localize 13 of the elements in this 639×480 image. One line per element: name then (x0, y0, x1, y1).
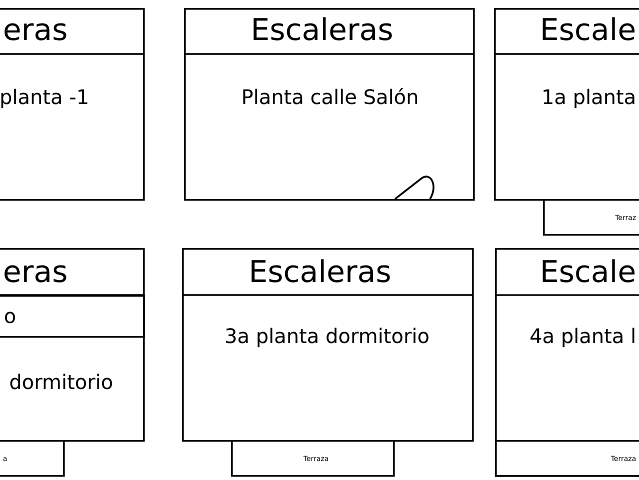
heading-text: eras (4, 265, 66, 282)
heading-text: Escale (542, 17, 635, 40)
heading-text: eras (4, 23, 66, 40)
room-label: o (5, 312, 16, 324)
room-label: 3a planta dormitorio (226, 328, 428, 348)
room-label: dormitorio (10, 374, 112, 390)
room-label: Planta calle Salón (243, 88, 418, 104)
heading-text: Escaleras (254, 17, 392, 40)
room-label: 1a planta (544, 88, 634, 108)
room-label: planta -1 (1, 88, 88, 108)
heading-text: Escaleras (252, 259, 390, 282)
room-label: 4a planta l (530, 328, 634, 348)
heading-text: Escale (542, 259, 635, 282)
